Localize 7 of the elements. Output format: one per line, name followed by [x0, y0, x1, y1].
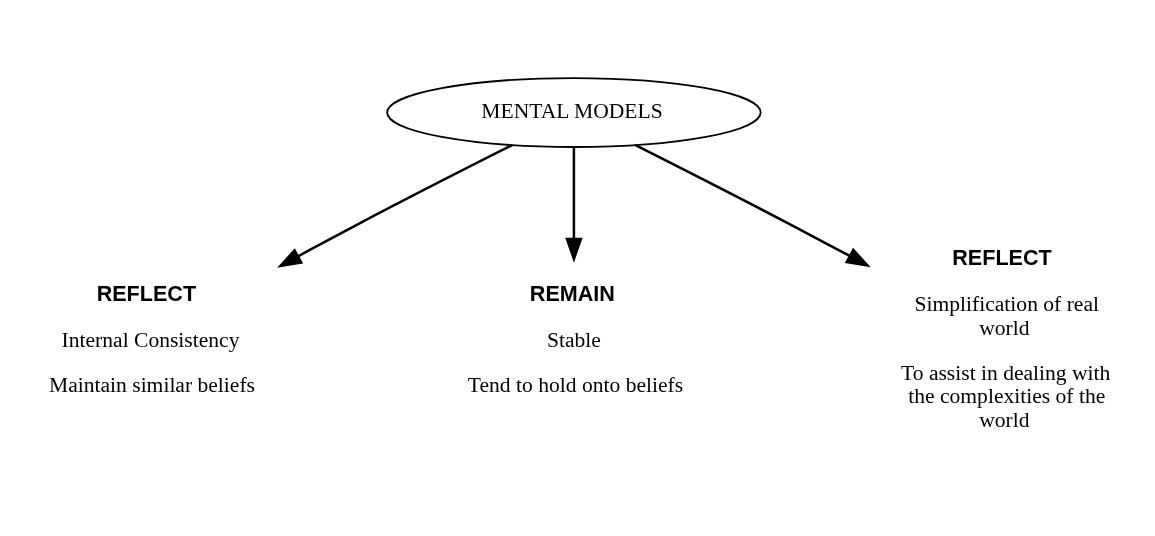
node-text: REFLECT Internal Consistency Maintain similar beliefs	[49, 280, 255, 398]
arrow	[277, 143, 513, 268]
arrow	[634, 143, 871, 268]
node-ellipse: MENTAL MODELS	[386, 77, 762, 148]
node-text: REFLECT Simplification of real world To assist in dealing with the complexities of the world	[901, 244, 1111, 432]
arrow	[565, 147, 583, 263]
node-text: REMAIN Stable Tend to hold onto beliefs	[467, 280, 684, 398]
